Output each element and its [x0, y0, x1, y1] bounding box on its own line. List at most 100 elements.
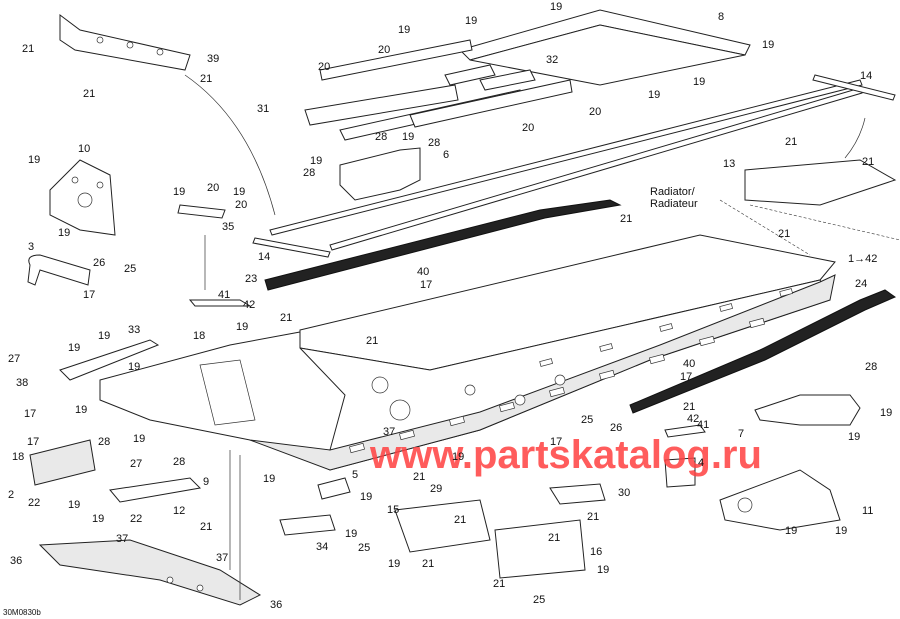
callout-19-b: 19 — [465, 15, 477, 27]
callout-38: 38 — [16, 377, 28, 389]
callout-30: 30 — [618, 487, 630, 499]
callout-19-o: 19 — [68, 342, 80, 354]
callout-21-h: 21 — [280, 312, 292, 324]
callout-28-d: 28 — [98, 436, 110, 448]
slide-24 — [629, 289, 897, 414]
callout-19-l: 19 — [233, 186, 245, 198]
bracket-15 — [394, 499, 491, 553]
callout-25-d: 25 — [533, 594, 545, 606]
handle-3 — [27, 254, 91, 286]
callout-21-q: 21 — [454, 514, 466, 526]
callout-19-d: 19 — [762, 39, 774, 51]
callout-19-k: 19 — [173, 186, 185, 198]
callout-41-a: 41 — [218, 289, 230, 301]
callout-39: 39 — [207, 53, 219, 65]
callout-36-b: 36 — [270, 599, 282, 611]
callout-21-i: 21 — [366, 335, 378, 347]
callout-21-a: 21 — [22, 43, 34, 55]
callout-14-right: 14 — [860, 70, 872, 82]
callout-19-j: 19 — [58, 227, 70, 239]
bracket-42-right — [664, 424, 706, 438]
callout-25-b: 25 — [581, 414, 593, 426]
radiator-label-fr: Radiateur — [650, 198, 698, 210]
callout-35: 35 — [222, 221, 234, 233]
rails — [252, 74, 897, 414]
callout-19-z: 19 — [880, 407, 892, 419]
callout-21-o: 21 — [587, 511, 599, 523]
callout-27-a: 27 — [8, 353, 20, 365]
callout-23: 23 — [245, 273, 257, 285]
callout-36-a: 36 — [10, 555, 22, 567]
callout-42-b: 42 — [687, 413, 699, 425]
bracket-6 — [339, 147, 421, 201]
callout-6: 6 — [443, 149, 449, 161]
callout-21-l: 21 — [200, 521, 212, 533]
callout-13: 13 — [723, 158, 735, 170]
callout-19-i: 19 — [28, 154, 40, 166]
bracket-35 — [177, 204, 226, 219]
callout-40-b: 40 — [683, 358, 695, 370]
callout-34: 34 — [316, 541, 328, 553]
callout-19-ab: 19 — [785, 525, 797, 537]
callout-33: 33 — [128, 324, 140, 336]
callout-19-m: 19 — [236, 321, 248, 333]
callout-19-u: 19 — [263, 473, 275, 485]
callout-21-c: 21 — [83, 88, 95, 100]
callout-21-p: 21 — [493, 578, 505, 590]
rail-14-left — [252, 237, 331, 258]
callout-19-g: 19 — [402, 131, 414, 143]
callout-19-h: 19 — [310, 155, 322, 167]
callout-22-b: 22 — [130, 513, 142, 525]
callout-41-b: 41 — [697, 419, 709, 431]
callout-28-e: 28 — [173, 456, 185, 468]
bracket-41-left — [188, 299, 252, 307]
bracket-18-left — [29, 439, 96, 486]
callout-3: 3 — [28, 241, 34, 253]
callout-18-b: 18 — [193, 330, 205, 342]
callout-19-f: 19 — [648, 89, 660, 101]
bracket-5 — [317, 477, 351, 500]
callout-8: 8 — [718, 11, 724, 23]
callout-21-d: 21 — [785, 136, 797, 148]
bracket-33 — [59, 339, 160, 381]
callout-28-c: 28 — [303, 167, 315, 179]
plate-31 — [304, 84, 459, 126]
callout-37-a: 37 — [116, 533, 128, 545]
callout-21-n: 21 — [548, 532, 560, 544]
bracket-16 — [494, 519, 586, 579]
callout-20-c: 20 — [589, 106, 601, 118]
callout-17-d: 17 — [420, 279, 432, 291]
callout-4: 4 — [698, 457, 704, 469]
callout-24: 24 — [855, 278, 867, 290]
running-board-slots — [349, 288, 794, 454]
callout-19-v: 19 — [360, 491, 372, 503]
callout-20-b: 20 — [318, 61, 330, 73]
callout-19-aa: 19 — [848, 431, 860, 443]
callout-42-a: 42 — [243, 299, 255, 311]
ref-42-label: 1→42 — [848, 253, 877, 265]
bracket-4 — [664, 457, 696, 488]
plate-7 — [754, 394, 861, 426]
callout-11: 11 — [862, 505, 873, 517]
callout-19-a: 19 — [550, 1, 562, 13]
callout-22-a: 22 — [28, 497, 40, 509]
callout-21-e: 21 — [862, 156, 874, 168]
bracket-34 — [279, 514, 336, 536]
bracket-30 — [549, 483, 606, 505]
radiator-label-en: Radiator/ — [650, 186, 696, 198]
callout-19-ac: 19 — [835, 525, 847, 537]
plate-32-a — [444, 64, 496, 86]
top-cover-plates — [304, 9, 751, 141]
watermark: www.partskatalog.ru — [369, 433, 762, 477]
callout-17-c: 17 — [83, 289, 95, 301]
callout-20-e: 20 — [207, 182, 219, 194]
callout-40-a: 40 — [417, 266, 429, 278]
callout-19-t: 19 — [92, 513, 104, 525]
callout-19-x: 19 — [388, 558, 400, 570]
callout-19-c: 19 — [398, 24, 410, 36]
callout-37-b: 37 — [216, 552, 228, 564]
leader-arrow-3 — [844, 117, 866, 159]
callout-21-j: 21 — [683, 401, 695, 413]
callout-19-ad: 19 — [452, 451, 464, 463]
